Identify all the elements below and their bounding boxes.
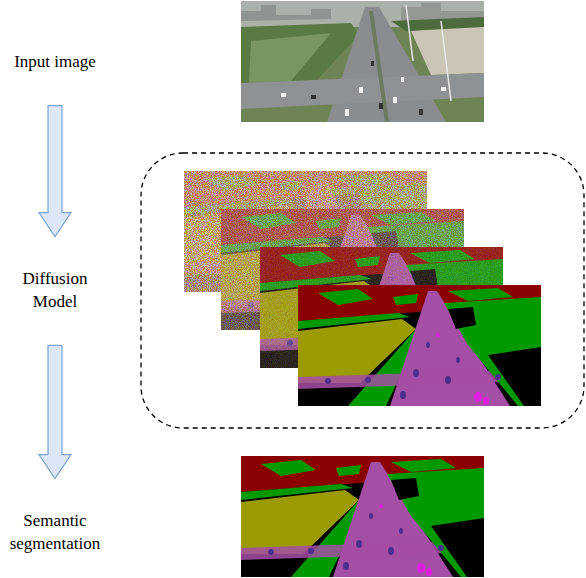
step-text: Input image	[4, 50, 106, 73]
step-label: Semantic segmentation	[0, 507, 116, 558]
step-text: Semantic segmentation	[0, 509, 112, 556]
block-arrow	[39, 345, 71, 478]
step-label: Input image	[0, 48, 110, 75]
dashed-frame	[141, 153, 584, 428]
denoised-map	[298, 285, 541, 406]
step-label: Diffusion Model	[7, 265, 103, 316]
input-photo	[241, 1, 484, 122]
block-arrow	[39, 106, 71, 237]
segmentation-map	[241, 456, 484, 577]
step-text: Diffusion Model	[11, 267, 99, 314]
